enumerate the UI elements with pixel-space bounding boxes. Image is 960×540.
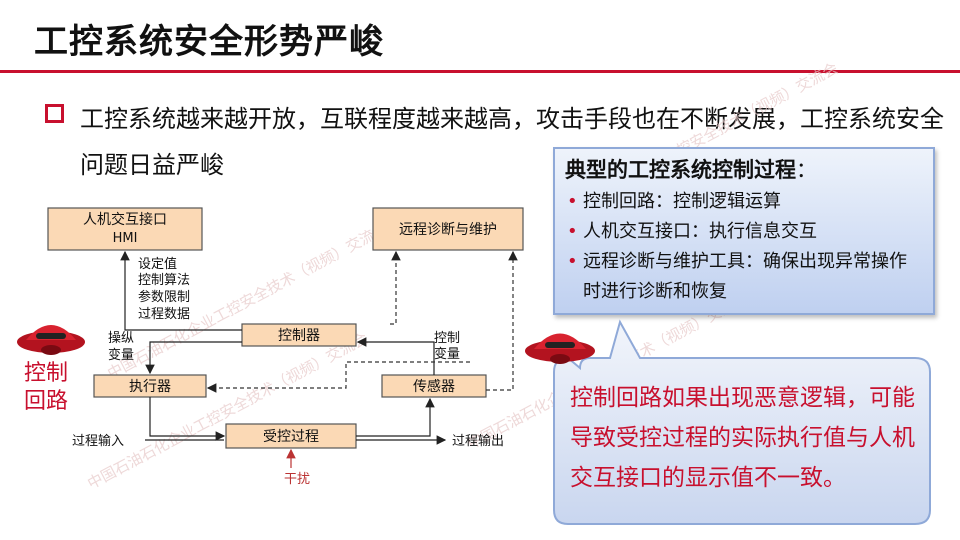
controller-label: 控制器 bbox=[278, 328, 320, 344]
controller-to-remote-dashed bbox=[390, 250, 401, 325]
setpoint-label: 控制算法 bbox=[138, 273, 190, 288]
callout-item: 人机交互接口：执行信息交互 bbox=[565, 217, 923, 247]
remote-maintenance-box bbox=[372, 207, 524, 251]
typical-process-callout: 典型的工控系统控制过程： 控制回路：控制逻辑运算 人机交互接口：执行信息交互 远… bbox=[553, 147, 935, 315]
warning-speech-bubble bbox=[553, 319, 931, 525]
process-to-sensor-arrow bbox=[356, 397, 435, 437]
bullet-square-icon bbox=[45, 104, 64, 123]
actuator-to-process-arrow bbox=[149, 397, 226, 441]
controlled-variable-label: 变量 bbox=[434, 346, 460, 362]
process-output-label: 过程输出 bbox=[452, 433, 504, 449]
controller-to-hmi-arrow bbox=[120, 250, 242, 331]
sensor-to-remote-dashed bbox=[486, 250, 518, 391]
hmi-label: 人机交互接口 bbox=[83, 211, 167, 228]
controller-to-actuator-arrow bbox=[145, 341, 242, 375]
manipulated-variable-label: 变量 bbox=[108, 347, 134, 363]
hmi-box bbox=[47, 207, 203, 251]
control-loop-side-label: 控制 回路 bbox=[24, 360, 68, 416]
callout-heading: 典型的工控系统控制过程： bbox=[565, 153, 923, 187]
side-label-line: 控制 bbox=[24, 361, 69, 386]
remote-to-actuator-dashed bbox=[206, 361, 470, 393]
setpoint-label: 参数限制 bbox=[138, 289, 190, 305]
robot-mascot-icon bbox=[525, 333, 595, 364]
controller-box bbox=[241, 323, 357, 347]
disturbance-label: 干扰 bbox=[284, 472, 310, 487]
bullet-text: 工控系统越来越开放，互联程度越来越高，攻击手段也在不断发展，工控系统安全问题日益… bbox=[80, 105, 944, 179]
callout-heading-text: 典型的工控系统控制过程 bbox=[565, 158, 796, 182]
title-divider bbox=[0, 70, 960, 73]
setpoint-label: 过程数据 bbox=[138, 307, 190, 322]
process-box bbox=[225, 423, 357, 449]
page-title: 工控系统安全形势严峻 bbox=[34, 22, 384, 62]
callout-heading-colon: ： bbox=[796, 158, 817, 182]
process-input-label: 过程输入 bbox=[72, 433, 124, 449]
process-label: 受控过程 bbox=[263, 429, 319, 445]
controlled-variable-label: 控制 bbox=[434, 331, 460, 346]
remote-maintenance-label: 远程诊断与维护 bbox=[399, 222, 497, 238]
setpoint-label: 设定值 bbox=[138, 256, 177, 272]
robot-mascot-icon bbox=[17, 325, 85, 355]
sensor-to-controller-arrow bbox=[356, 337, 435, 375]
actuator-label: 执行器 bbox=[129, 379, 171, 395]
warning-text: 控制回路如果出现恶意逻辑，可能导致受控过程的实际执行值与人机交互接口的显示值不一… bbox=[570, 385, 915, 491]
side-label-line: 回路 bbox=[24, 389, 69, 414]
callout-list: 控制回路：控制逻辑运算 人机交互接口：执行信息交互 远程诊断与维护工具：确保出现… bbox=[565, 187, 923, 307]
callout-item: 远程诊断与维护工具：确保出现异常操作时进行诊断和恢复 bbox=[565, 247, 923, 307]
callout-item: 控制回路：控制逻辑运算 bbox=[565, 187, 923, 217]
sensor-label: 传感器 bbox=[413, 378, 455, 395]
manipulated-variable-label: 操纵 bbox=[108, 330, 134, 346]
hmi-sublabel: HMI bbox=[113, 231, 138, 246]
